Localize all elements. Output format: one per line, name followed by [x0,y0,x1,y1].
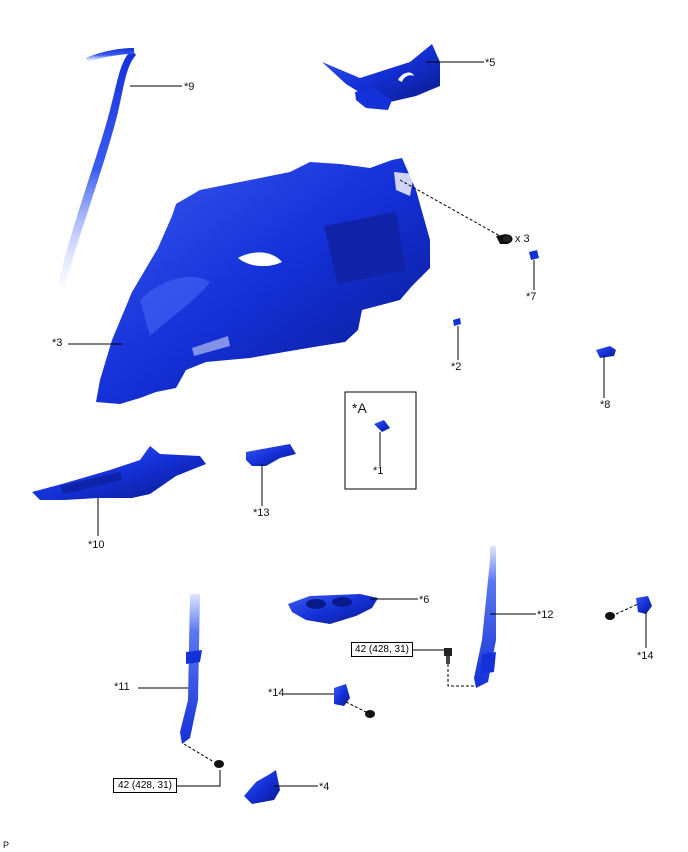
part-1-clip [374,420,390,432]
footer-code: P [3,840,10,850]
callout-8: *8 [600,399,610,411]
part-9-weatherstrip [58,48,136,288]
inset-label: *A [352,400,367,416]
callout-9: *9 [184,81,194,93]
part-3-quarter-trim-panel [96,158,430,404]
callout-3: *3 [52,337,62,349]
part-5-upper-panel [322,44,440,110]
callout-7: *7 [526,291,536,303]
part-4-cover [244,770,280,804]
callout-1: *1 [373,465,383,477]
callout-11: *11 [114,681,130,693]
part-12-seat-belt [474,546,496,688]
part-7-clip [529,250,539,260]
part-13-bracket [246,444,296,466]
bolt-x3 [496,234,513,244]
part-6-cup-holder [288,594,378,624]
inset-box [344,391,417,490]
callout-10: *10 [88,539,105,551]
torque-spec-left: 42 (428, 31) [113,778,177,793]
callout-5: *5 [485,57,495,69]
quantity-label: x 3 [515,233,530,245]
callout-4: *4 [319,781,329,793]
part-10-scuff-plate [32,446,206,500]
part-14-anchor-left [334,684,375,718]
callout-2: *2 [451,361,461,373]
callout-13: *13 [253,507,270,519]
leader-lines [68,61,647,787]
callout-14-left: *14 [268,687,285,699]
part-2-clip [453,318,461,326]
part-11-seat-belt [180,594,202,744]
part-8-hook [596,346,616,358]
callout-6: *6 [419,594,429,606]
torque-spec-right: 42 (428, 31) [351,642,413,657]
bolt-11 [214,760,224,768]
callout-12: *12 [537,609,554,621]
callout-14-right: *14 [637,650,654,662]
part-14-anchor-right [605,596,652,620]
bolt-12 [444,648,452,664]
